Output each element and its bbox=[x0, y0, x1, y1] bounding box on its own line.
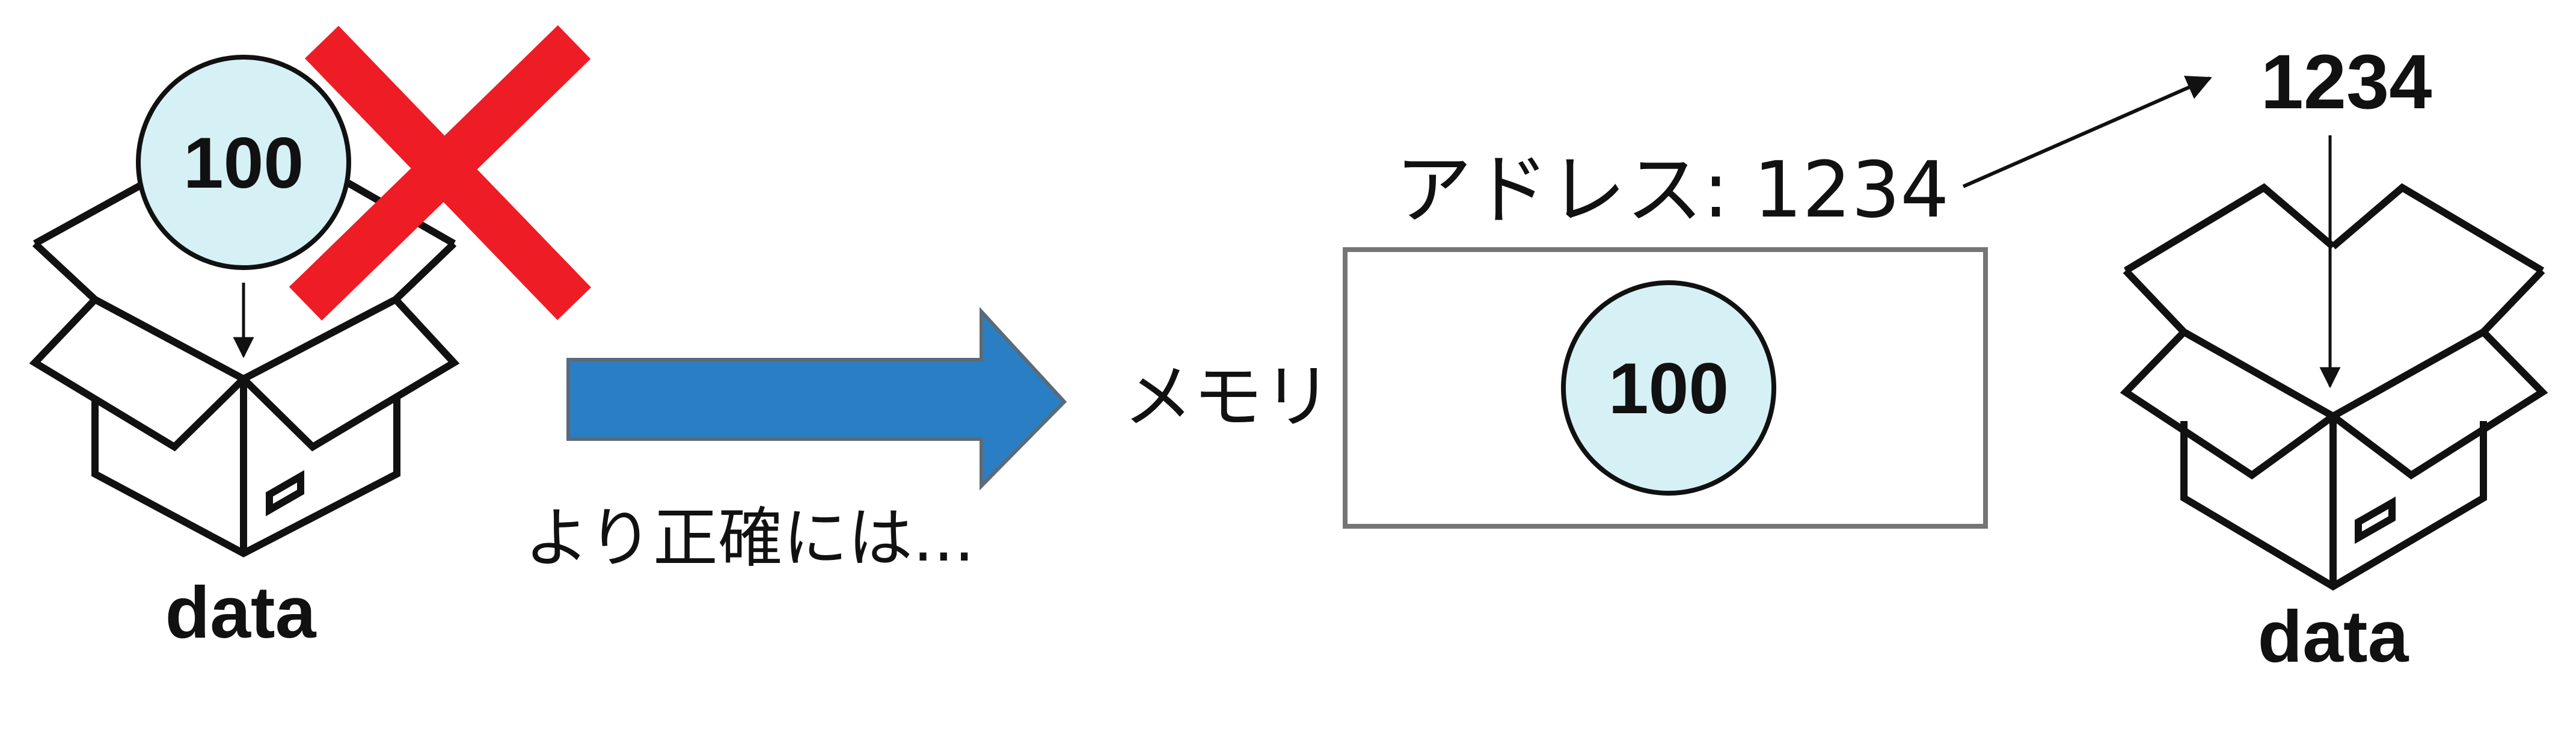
memory-address-label: アドレス: 1234 bbox=[1395, 146, 1949, 235]
memory-label: メモリ bbox=[1123, 357, 1332, 438]
address-connector-arrow bbox=[1962, 75, 2212, 188]
right-address-value: 1234 bbox=[2261, 39, 2432, 125]
left-value-label: 100 bbox=[183, 123, 304, 203]
transition-arrow-icon bbox=[566, 307, 1067, 491]
left-box-caption: data bbox=[165, 571, 317, 653]
right-box-icon bbox=[2120, 183, 2548, 591]
memory-value-circle bbox=[1561, 280, 1776, 496]
left-value-circle bbox=[136, 55, 351, 270]
memory-value-label: 100 bbox=[1608, 348, 1729, 429]
right-box-caption: data bbox=[2258, 595, 2409, 677]
transition-caption: より正確には... bbox=[524, 501, 975, 576]
cross-mark-icon bbox=[289, 25, 592, 321]
